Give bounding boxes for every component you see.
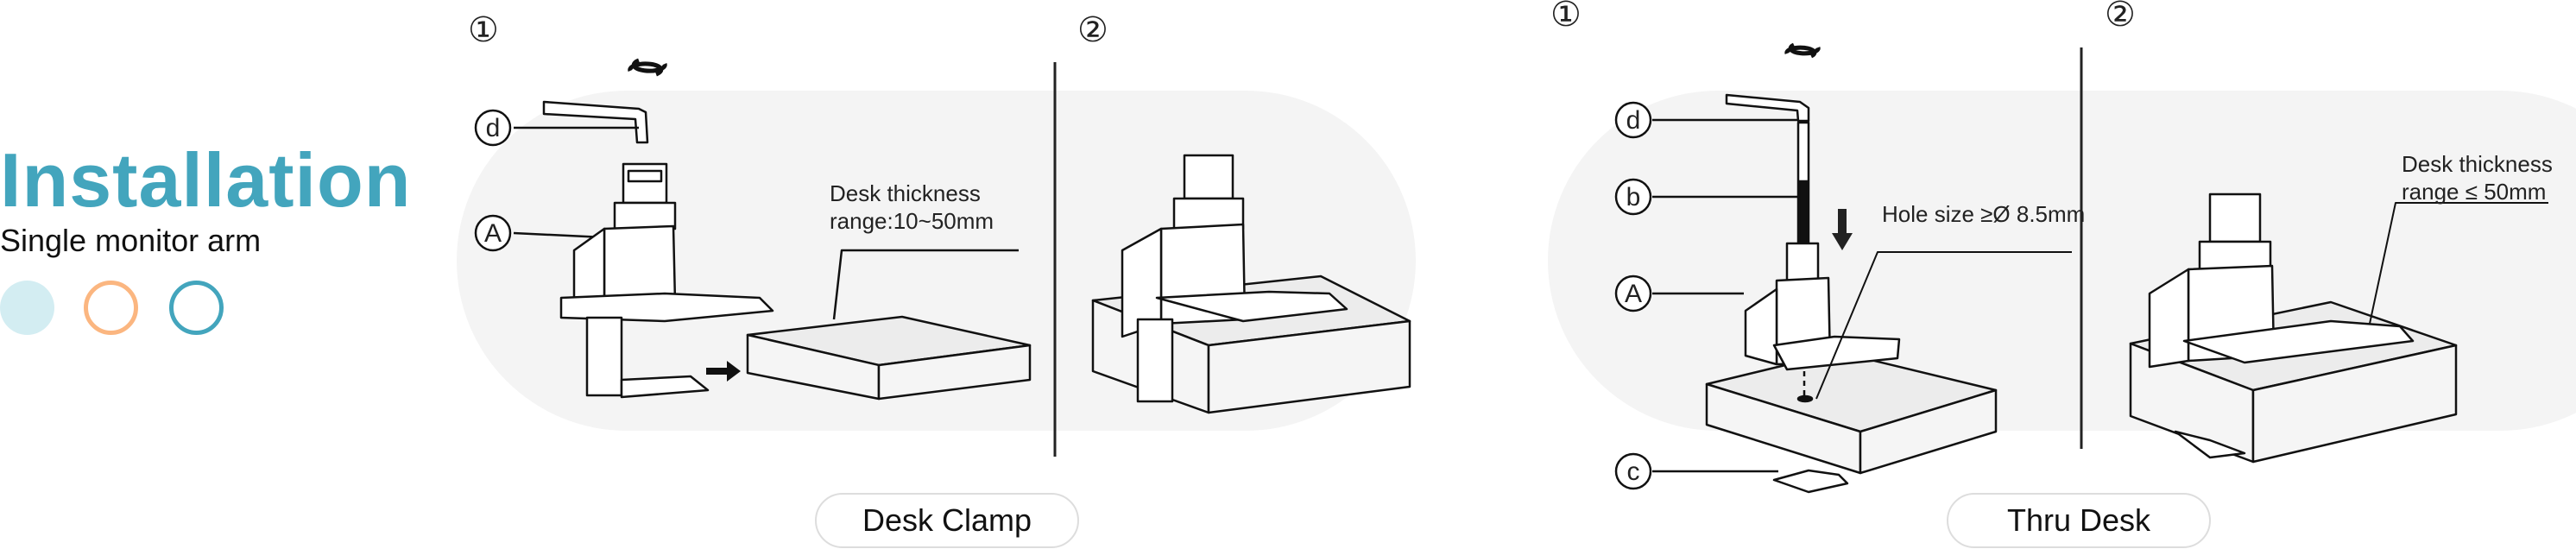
leader-line	[2369, 202, 2548, 325]
leader-line	[513, 231, 605, 239]
leader-line	[832, 249, 1019, 320]
thru-desk-label: Thru Desk	[1947, 493, 2211, 548]
rotate-icon	[1784, 42, 1821, 59]
mount-base-clamp	[559, 162, 774, 399]
page-subtitle: Single monitor arm	[0, 223, 262, 258]
part-label-circle	[474, 214, 512, 252]
step-number-1: ①	[468, 11, 499, 49]
desk-clamp-label: Desk Clamp	[815, 493, 1079, 548]
desk-thickness-note: Desk thickness range ≤ 50mm	[2402, 150, 2553, 205]
mount-base-thru	[1744, 242, 1901, 403]
rotate-icon	[628, 58, 667, 77]
note-line: Desk thickness	[830, 180, 981, 206]
part-label-circle	[1614, 274, 1652, 312]
part-label-a: A	[484, 219, 502, 248]
page-title: Installation	[0, 137, 412, 223]
desk-thickness-note: Desk thickness range:10~50mm	[830, 180, 994, 235]
desk-block	[1705, 350, 1998, 475]
step-number-1: ①	[1550, 0, 1582, 34]
part-label-b: b	[1626, 183, 1641, 211]
note-line: Desk thickness	[2402, 151, 2553, 177]
part-label-d: d	[486, 114, 501, 142]
decor-dot-filled	[0, 281, 54, 335]
leader-line	[1815, 251, 2072, 400]
decor-dot-teal	[169, 281, 224, 335]
part-label-a: A	[1625, 280, 1642, 308]
hex-key-icon	[1725, 93, 1810, 123]
plate-c	[1772, 469, 1849, 494]
desk-with-mount	[2129, 192, 2458, 464]
part-label-circle	[1614, 101, 1652, 139]
desk-with-mount	[1091, 154, 1411, 414]
part-label-c: c	[1627, 458, 1640, 486]
part-label-d: d	[1626, 106, 1641, 135]
step-number-2: ②	[1077, 11, 1108, 49]
decor-dot-orange	[84, 281, 138, 335]
note-line: range ≤ 50mm	[2402, 179, 2547, 205]
arrow-right-icon	[706, 361, 741, 382]
part-label-circle	[1614, 178, 1652, 216]
note-line: range:10~50mm	[830, 208, 994, 234]
arrow-down-icon	[1832, 209, 1853, 250]
part-label-circle	[1614, 452, 1652, 490]
step-number-2: ②	[2105, 0, 2136, 34]
hex-key-icon	[542, 100, 649, 144]
hole-size-note: Hole size ≥Ø 8.5mm	[1882, 201, 2086, 227]
bolt	[1796, 121, 1810, 248]
desk-block	[746, 315, 1032, 401]
part-label-circle	[474, 109, 512, 147]
